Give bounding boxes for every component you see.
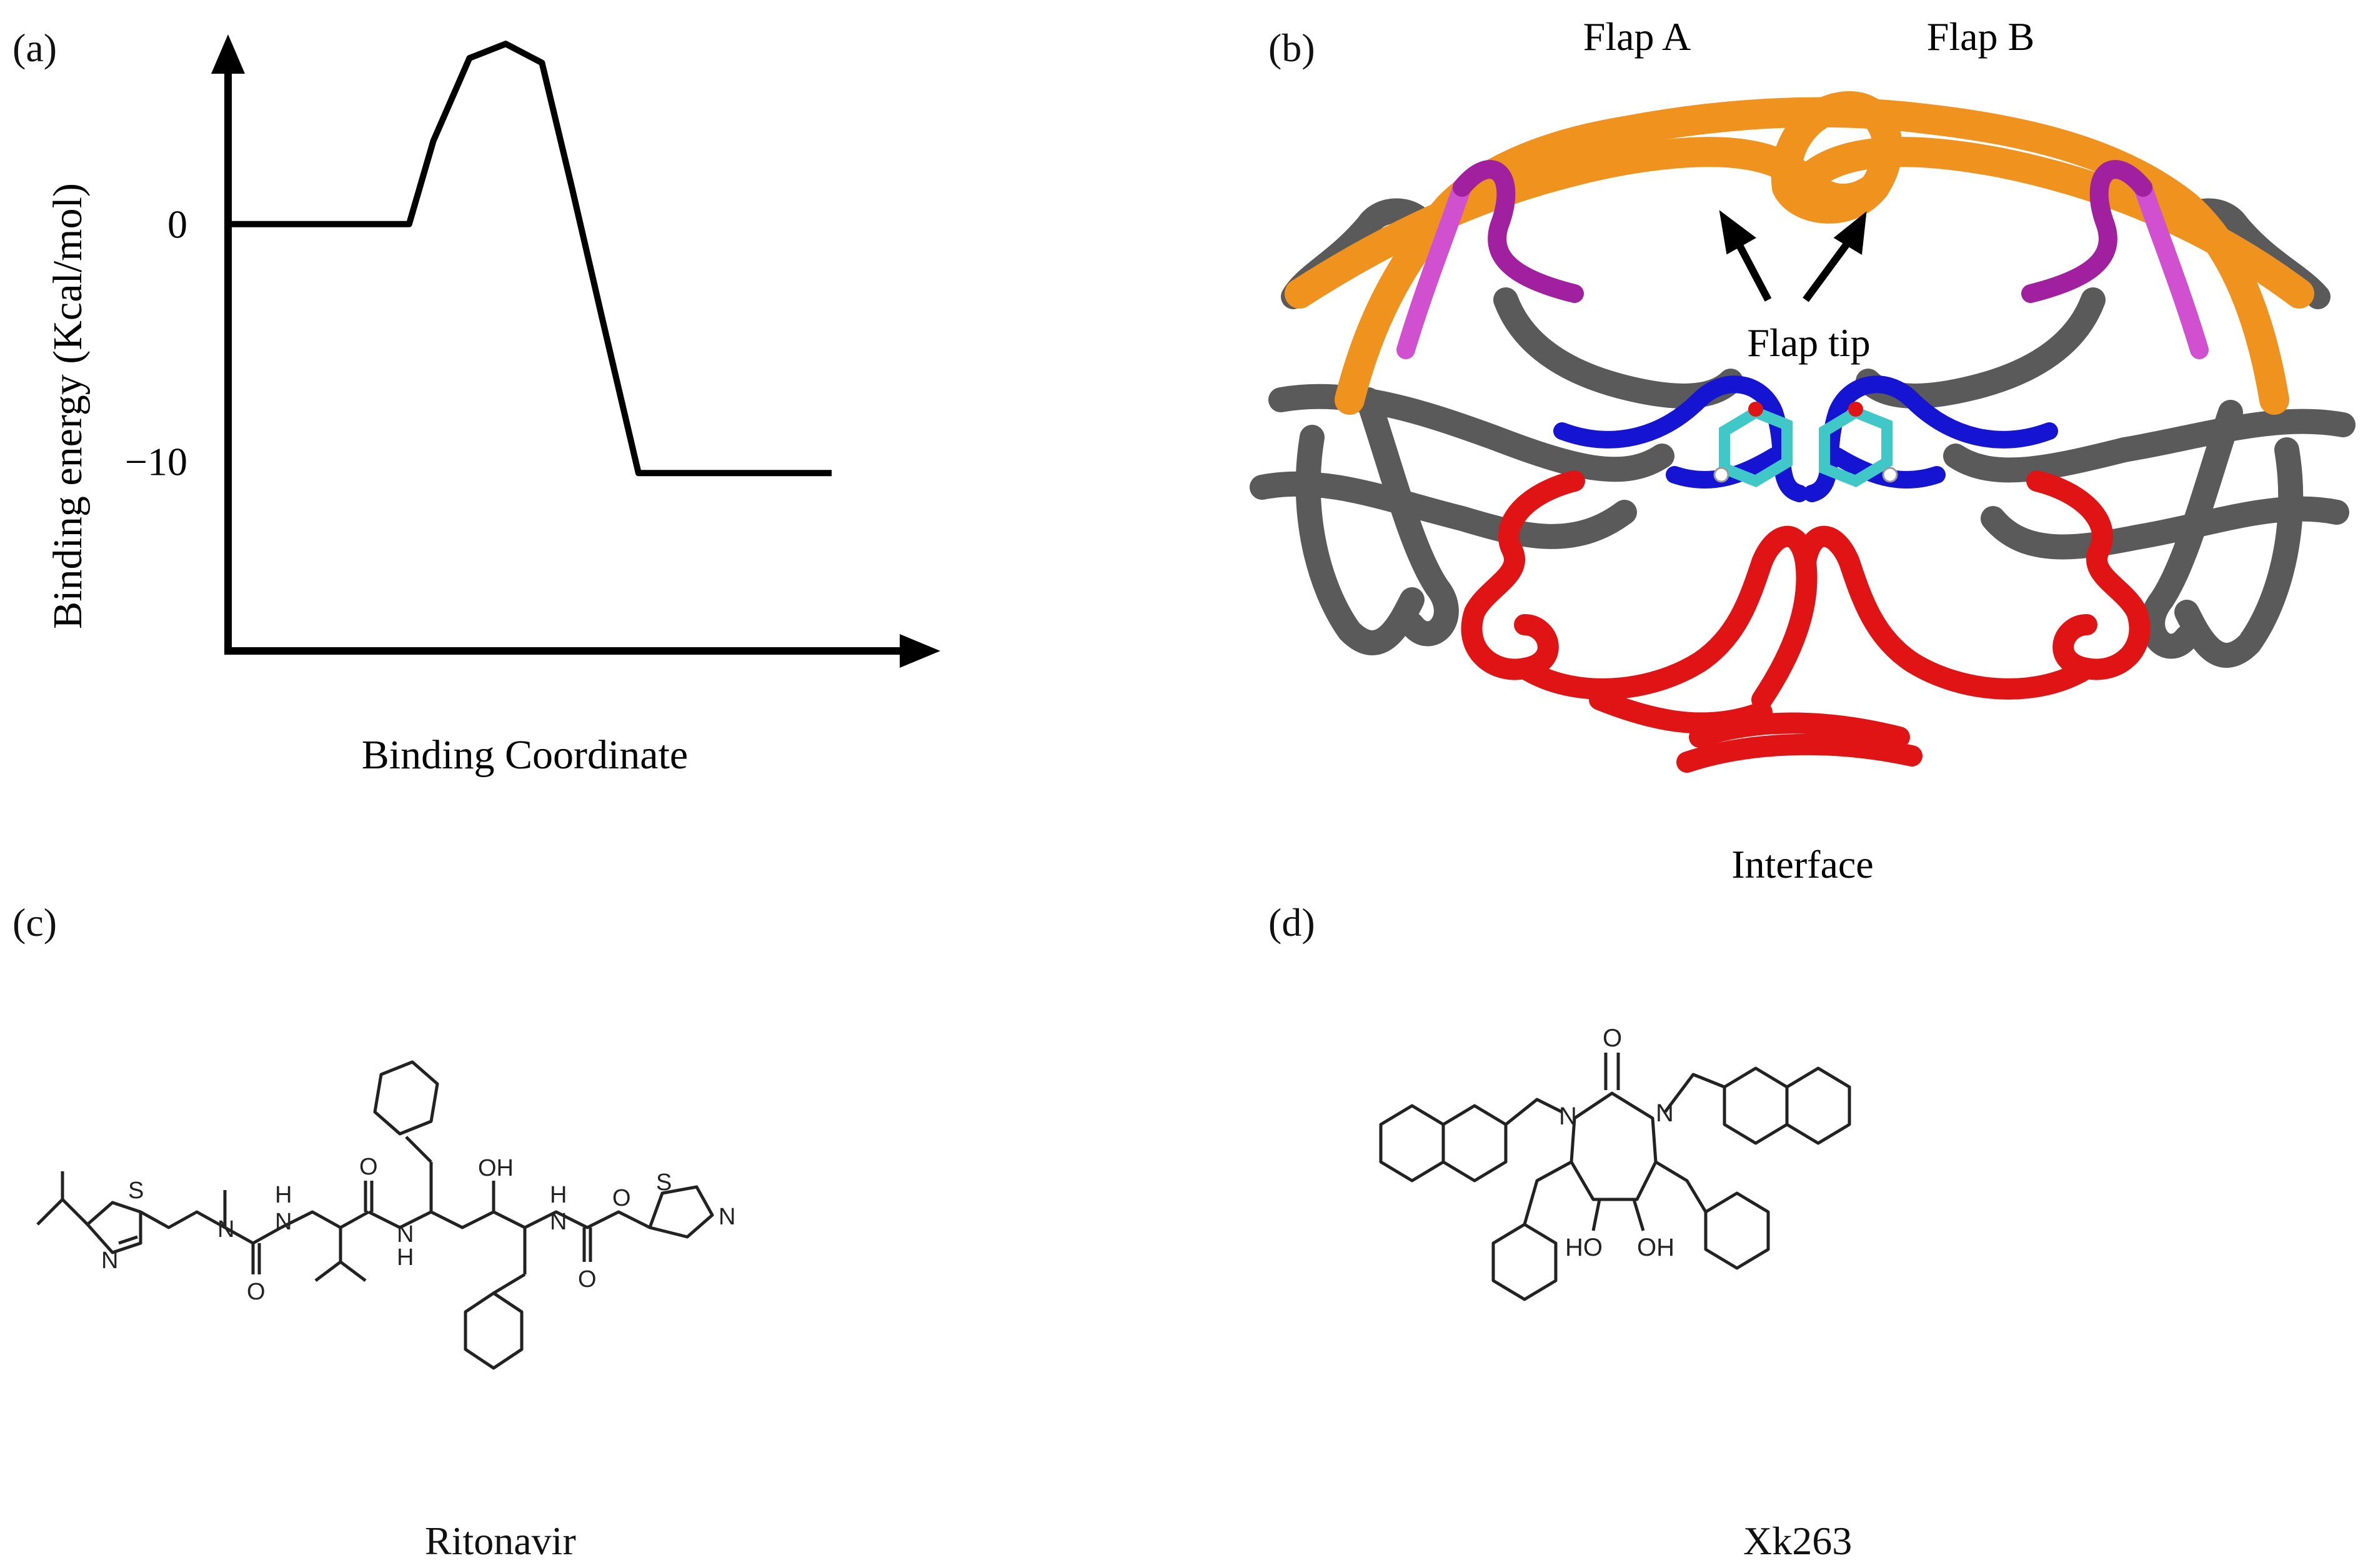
- svg-text:OH: OH: [1637, 1234, 1674, 1261]
- flap-hinges: [1396, 160, 2209, 359]
- svg-text:S: S: [128, 1178, 144, 1204]
- y-tick-label: 0: [167, 202, 187, 247]
- ritonavir-structure: S N N H N O O H N OH H N O O S N: [36, 1060, 735, 1370]
- energy-curve: [228, 41, 832, 477]
- y-axis-label: Binding energy (Kcal/mol): [45, 183, 91, 629]
- y-axis-arrow-icon: [211, 34, 245, 74]
- svg-text:O: O: [578, 1266, 597, 1293]
- flap-b-label: Flap B: [1927, 14, 2034, 59]
- panel-d: (d) O N N: [1225, 887, 2378, 1568]
- svg-text:N: N: [217, 1216, 234, 1243]
- xk263-atom-labels: O N N HO OH: [1559, 1025, 1674, 1261]
- interface-label: Interface: [1731, 842, 1873, 886]
- svg-text:N: N: [101, 1248, 118, 1274]
- protease-structure: Flap A Flap B Flap tip Interface: [1250, 14, 2356, 886]
- svg-text:HO: HO: [1565, 1234, 1603, 1261]
- svg-text:H: H: [550, 1182, 567, 1208]
- svg-text:S: S: [656, 1169, 672, 1196]
- interface-region: [1461, 470, 2151, 773]
- xk263-caption: Xk263: [1743, 1519, 1853, 1563]
- panel-c-label: (c): [12, 900, 57, 945]
- arrow-head-icon: [1719, 210, 1756, 255]
- svg-text:OH: OH: [478, 1155, 514, 1181]
- panel-b-label: (b): [1268, 26, 1315, 70]
- svg-text:N: N: [397, 1221, 414, 1248]
- panel-a-label: (a): [12, 26, 57, 70]
- svg-text:O: O: [359, 1154, 378, 1180]
- svg-text:N: N: [1559, 1103, 1577, 1130]
- flap-tip-label: Flap tip: [1747, 320, 1870, 365]
- svg-text:O: O: [1603, 1025, 1622, 1052]
- svg-text:N: N: [1656, 1099, 1674, 1127]
- ritonavir-caption: Ritonavir: [425, 1519, 576, 1563]
- flap-a-label: Flap A: [1583, 14, 1691, 59]
- svg-text:O: O: [612, 1185, 631, 1211]
- energy-chart: 0 −10 Binding Coordinate Binding energy (…: [45, 34, 940, 778]
- svg-text:H: H: [397, 1244, 414, 1271]
- x-axis-label: Binding Coordinate: [362, 732, 688, 778]
- panel-d-label: (d): [1268, 900, 1315, 945]
- flap-tip-arrows: [1719, 210, 1867, 302]
- panel-c: (c): [0, 887, 1187, 1568]
- svg-text:O: O: [247, 1279, 266, 1305]
- arrow-head-icon: [1833, 211, 1867, 255]
- svg-text:N: N: [275, 1209, 292, 1235]
- flaps: [1285, 91, 2314, 415]
- ritonavir-atom-labels: S N N H N O O H N OH H N O O S N: [101, 1154, 735, 1305]
- x-axis-arrow-icon: [900, 634, 940, 668]
- svg-text:N: N: [719, 1204, 735, 1230]
- ligand: [1713, 402, 1898, 488]
- svg-text:N: N: [550, 1209, 567, 1235]
- panel-b: (b): [1225, 0, 2378, 887]
- svg-text:H: H: [275, 1182, 292, 1208]
- panel-a: (a) 0 −10 Binding Coordinate Binding ener…: [0, 0, 975, 812]
- y-tick-label: −10: [125, 439, 187, 484]
- xk263-structure: O N N HO OH: [1379, 1025, 1851, 1301]
